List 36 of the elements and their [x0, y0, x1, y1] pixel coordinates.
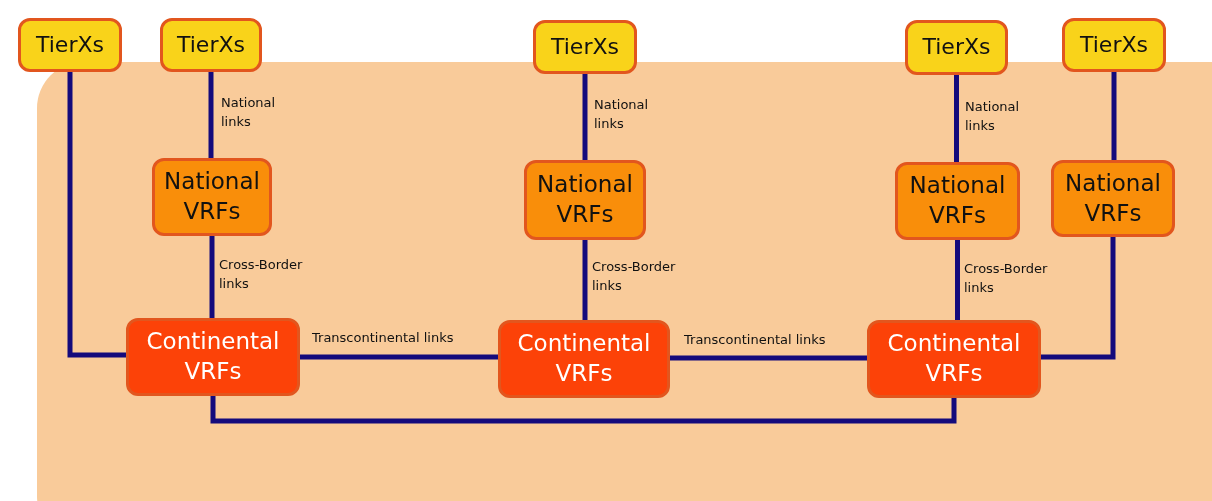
connector-line	[208, 72, 214, 158]
node-label: Continental VRFs	[145, 327, 281, 386]
connector-line	[1041, 237, 1116, 360]
node-label: Continental VRFs	[516, 329, 652, 388]
node-label: TierXs	[36, 30, 104, 59]
vrf-box	[1051, 160, 1175, 237]
connector-line	[210, 396, 957, 424]
connector-line	[300, 354, 498, 360]
node-label: National VRFs	[536, 170, 634, 229]
connector-line	[582, 240, 588, 320]
node-label: TierXs	[551, 32, 619, 61]
node-label: National VRFs	[908, 171, 1007, 230]
connector-line	[209, 236, 215, 318]
node-label: National VRFs	[163, 167, 261, 226]
vrf-box	[160, 18, 262, 72]
vrf-box	[126, 318, 300, 396]
connector-line	[1111, 72, 1117, 160]
connector-line	[955, 240, 960, 320]
vrf-box	[498, 320, 670, 398]
vrf-box	[524, 160, 646, 240]
node-label: TierXs	[922, 33, 991, 62]
connector-line	[582, 74, 588, 160]
node-label: TierXs	[1080, 30, 1148, 59]
connector-line	[670, 355, 867, 361]
node-label: National VRFs	[1064, 168, 1162, 228]
vrf-box	[895, 162, 1020, 240]
vrf-box	[533, 20, 637, 74]
vrf-box	[867, 320, 1041, 398]
vrf-box	[905, 20, 1008, 75]
connector-line	[67, 72, 126, 358]
vrf-box	[18, 18, 122, 72]
node-label: Continental VRFs	[886, 329, 1022, 388]
node-label: TierXs	[177, 30, 245, 59]
vrf-box	[1062, 18, 1166, 72]
vrf-box	[152, 158, 272, 236]
connector-line	[954, 75, 959, 162]
